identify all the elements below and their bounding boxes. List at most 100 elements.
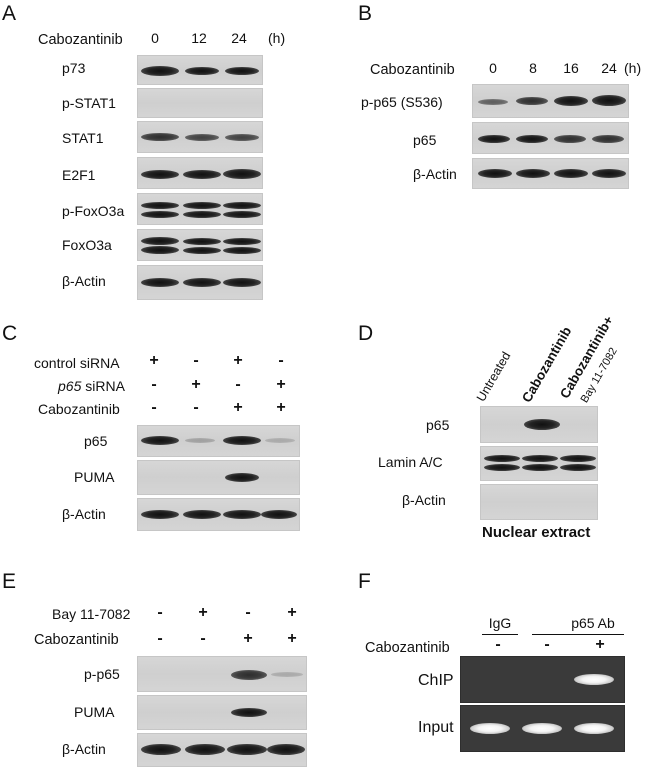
- band: [592, 95, 626, 106]
- sign: +: [595, 636, 605, 653]
- band: [141, 278, 179, 287]
- band: [223, 436, 261, 445]
- sign: -: [151, 399, 157, 416]
- panel-f-group-label: p65 Ab: [571, 615, 615, 631]
- panel-d-letter: D: [358, 322, 374, 345]
- band: [554, 96, 588, 106]
- band: [141, 436, 179, 445]
- panel-a-blot-actin: [137, 265, 263, 300]
- band: [223, 202, 261, 209]
- panel-b-blot-p65: [472, 122, 629, 154]
- panel-a-row-label: p-FoxO3a: [62, 203, 125, 219]
- panel-f-group-bracket: [532, 634, 624, 635]
- panel-b-time: 0: [489, 60, 497, 76]
- sign: +: [233, 399, 243, 416]
- panel-f-row-label: Input: [418, 719, 454, 736]
- band: [141, 237, 179, 245]
- sign: -: [193, 399, 199, 416]
- panel-c-blot-puma: [137, 460, 300, 495]
- panel-e-blot-puma: [137, 695, 307, 730]
- band: [223, 278, 261, 287]
- panel-a-blot-pfoxo3a: [137, 193, 263, 225]
- band: [484, 455, 520, 462]
- band: [185, 438, 215, 443]
- band: [265, 438, 295, 443]
- panel-e-row-label: β-Actin: [62, 741, 106, 757]
- panel-d-blot-lamin: [480, 446, 598, 481]
- band: [261, 510, 297, 519]
- sign: -: [193, 352, 199, 369]
- band: [223, 510, 261, 519]
- panel-a-blot-p73: [137, 55, 263, 85]
- panel-b-time: 24: [601, 60, 617, 76]
- sign: -: [157, 604, 163, 621]
- sign: -: [235, 376, 241, 393]
- sign: +: [276, 376, 286, 393]
- panel-b-row-label: p-p65 (S536): [361, 94, 443, 110]
- sign: -: [157, 630, 163, 647]
- sign: +: [149, 352, 159, 369]
- band: [141, 133, 179, 141]
- band: [478, 99, 508, 105]
- panel-f-letter: F: [358, 570, 371, 593]
- band: [223, 238, 261, 245]
- band: [554, 169, 588, 178]
- panel-e-blot-actin: [137, 733, 307, 767]
- band: [141, 66, 179, 76]
- panel-c-row-label: PUMA: [74, 469, 115, 485]
- panel-d-row-label: β-Actin: [402, 492, 446, 508]
- band: [185, 134, 219, 141]
- band: [185, 67, 219, 75]
- band: [183, 211, 221, 218]
- panel-b-treatment-label: Cabozantinib: [370, 62, 455, 78]
- band: [223, 169, 261, 179]
- panel-e-row-label: PUMA: [74, 704, 115, 720]
- band: [225, 473, 259, 482]
- panel-b-blot-actin: [472, 158, 629, 189]
- panel-e-letter: E: [2, 570, 17, 593]
- sign: -: [151, 376, 157, 393]
- panel-b-time: 8: [529, 60, 537, 76]
- band: [141, 744, 181, 755]
- label-suffix: siRNA: [81, 378, 125, 394]
- panel-e-blot-pp65: [137, 656, 307, 692]
- band: [227, 744, 267, 755]
- band: [560, 455, 596, 462]
- band: [524, 419, 560, 430]
- panel-d-caption: Nuclear extract: [482, 524, 591, 541]
- panel-e-condition-label: Cabozantinib: [34, 632, 119, 648]
- gel-band: [574, 674, 614, 685]
- panel-a-row-label: p73: [62, 60, 86, 76]
- panel-e-condition-label: Bay 11-7082: [52, 606, 131, 622]
- band: [223, 247, 261, 254]
- panel-f-row-label: ChIP: [418, 672, 454, 689]
- panel-a-row-label: β-Actin: [62, 273, 106, 289]
- panel-a-row-label: FoxO3a: [62, 237, 112, 253]
- sign: -: [544, 636, 550, 653]
- panel-f-gel-chip: [460, 656, 625, 703]
- band: [183, 170, 221, 179]
- sign: +: [287, 630, 297, 647]
- band: [141, 202, 179, 209]
- panel-a-time-12: 12: [191, 30, 207, 46]
- panel-b-unit: (h): [624, 60, 642, 76]
- panel-a-row-label: p-STAT1: [62, 95, 116, 111]
- band: [267, 744, 305, 755]
- panel-c-condition-label: Cabozantinib: [38, 401, 120, 417]
- band: [478, 135, 510, 143]
- panel-d-row-label: p65: [426, 417, 450, 433]
- band: [223, 211, 261, 218]
- panel-c-letter: C: [2, 322, 18, 345]
- band: [484, 464, 520, 471]
- band: [225, 134, 259, 141]
- sign: +: [198, 604, 208, 621]
- band: [554, 135, 586, 143]
- band: [592, 135, 624, 143]
- band: [271, 672, 303, 677]
- panel-a-time-0: 0: [151, 30, 159, 46]
- panel-a-blot-pstat1: [137, 88, 263, 118]
- band: [560, 464, 596, 471]
- band: [141, 211, 179, 218]
- panel-a-letter: A: [2, 2, 17, 25]
- sign: -: [200, 630, 206, 647]
